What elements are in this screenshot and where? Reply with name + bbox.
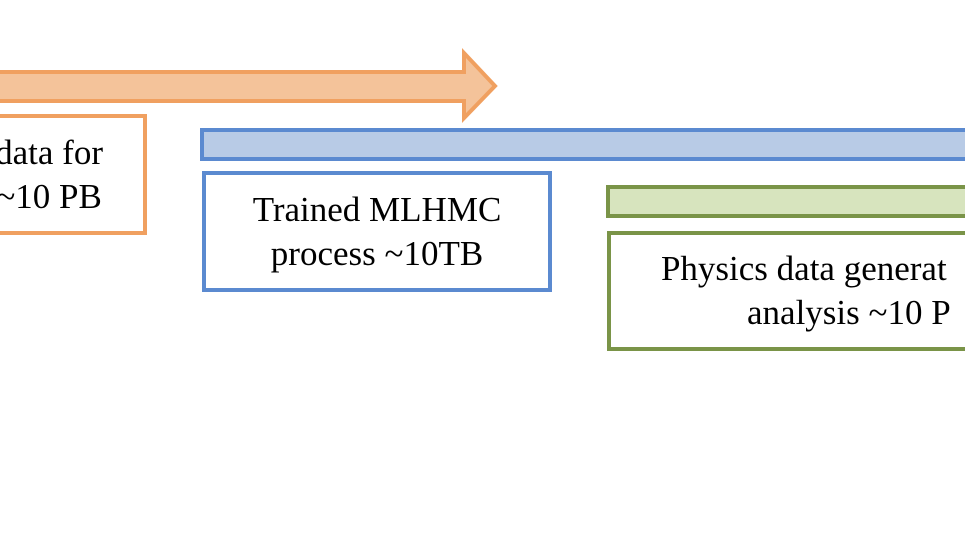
orange-data-box: data for ~10 PB — [0, 114, 147, 235]
blue-box-line1: Trained MLHMC — [252, 189, 502, 229]
blue-bar — [200, 128, 965, 161]
orange-box-line1: data for — [0, 132, 103, 172]
orange-box-line2: ~10 PB — [0, 176, 102, 216]
green-box-line2: analysis ~10 P — [747, 293, 951, 332]
blue-trained-box: Trained MLHMC process ~10TB — [202, 171, 552, 292]
orange-arrow — [0, 47, 498, 123]
green-bar — [606, 185, 965, 218]
green-physics-box: Physics data generat analysis ~10 P — [607, 231, 965, 351]
blue-box-line2: process ~10TB — [270, 233, 484, 273]
green-box-line1: Physics data generat — [660, 249, 947, 288]
